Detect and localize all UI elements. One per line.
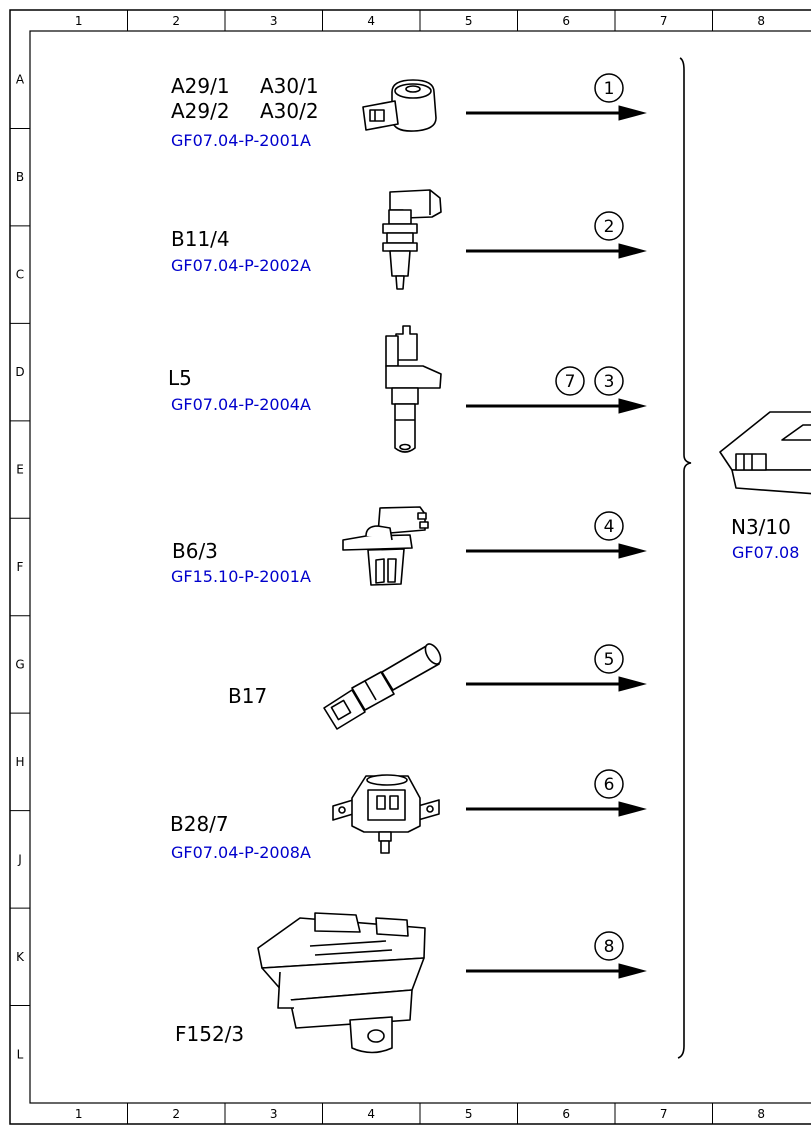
signal-number: 4 [604,517,615,537]
signal-number-bubble [594,644,624,674]
doc-link[interactable]: GF07.04-P-2002A [171,256,311,275]
signal-number: 2 [604,217,615,237]
row-headers: A B C D E F G H J K L [10,73,30,1061]
row-label: B [16,170,24,184]
signal-arrow-head [618,398,647,414]
fuse-relay-module-icon [257,912,426,1054]
row-label: D [15,365,24,379]
ref-label: L5 [168,366,192,390]
signal-group-brace [677,57,692,1059]
row-label: J [17,852,22,866]
column-label: 7 [660,1107,668,1121]
row-label: H [15,755,24,769]
row-label: K [16,950,25,964]
column-label: 1 [75,14,83,28]
doc-link[interactable]: GF07.04-P-2004A [171,395,311,414]
row-label: L [17,1047,24,1061]
column-headers-top: 1 2 3 4 5 6 7 8 [75,10,765,31]
doc-link[interactable]: GF07.04-P-2008A [171,843,311,862]
ref-label: A30/2 [260,99,319,123]
intake-air-temperature-sensor-icon [323,643,442,730]
signal-number: 6 [604,775,615,795]
outer-frame [9,9,811,1125]
ref-label: A29/2 [171,99,230,123]
column-label: 2 [172,14,180,28]
signal-number-bubble [594,931,624,961]
ref-label: B11/4 [171,227,230,251]
control-unit-ref: N3/10 [731,515,791,539]
column-label: 3 [270,14,278,28]
column-label: 4 [367,14,375,28]
signal-number: 7 [565,372,576,392]
signal-number: 5 [604,650,615,670]
signal-number-bubble [594,211,624,241]
row-label: A [16,73,25,87]
column-label: 1 [75,1107,83,1121]
signal-number-bubble [594,511,624,541]
signal-arrow-head [618,105,647,121]
row-label: F [17,560,24,574]
ref-label: B6/3 [172,539,218,563]
column-label: 6 [562,14,570,28]
inner-frame [29,30,811,1104]
column-label: 8 [757,14,765,28]
ref-label: A30/1 [260,74,319,98]
knock-sensor-icon [362,79,437,132]
ref-label: F152/3 [175,1022,244,1046]
row-label: C [16,268,24,282]
doc-link[interactable]: GF07.04-P-2001A [171,131,311,150]
signal-arrow-head [618,963,647,979]
column-label: 3 [270,1107,278,1121]
signal-number: 3 [604,372,615,392]
column-label: 6 [562,1107,570,1121]
ref-label: B17 [228,684,267,708]
signal-number-bubble [555,366,585,396]
column-label: 7 [660,14,668,28]
column-label: 5 [465,14,473,28]
signal-number: 8 [604,937,615,957]
signal-arrow-head [618,676,647,692]
control-unit-doc-link[interactable]: GF07.08 [732,543,799,562]
ref-label: A29/1 [171,74,230,98]
signal-arrow-head [618,801,647,817]
column-headers-bottom: 1 2 3 4 5 6 7 8 [75,1103,765,1124]
coolant-temperature-sensor-icon [382,189,442,290]
signal-number-bubble [594,769,624,799]
signal-number-bubble [594,73,624,103]
signal-number: 1 [604,79,615,99]
signal-arrows: 1 2 7 3 4 5 6 8 [466,73,647,979]
signal-arrow-head [618,543,647,559]
column-label: 8 [757,1107,765,1121]
row-label: G [15,657,24,671]
column-label: 2 [172,1107,180,1121]
doc-link[interactable]: GF15.10-P-2001A [171,567,311,586]
camshaft-hall-sensor-icon [342,506,429,586]
column-label: 5 [465,1107,473,1121]
ref-label: B28/7 [170,812,229,836]
signal-arrow-head [618,243,647,259]
row-label: E [16,463,24,477]
column-label: 4 [367,1107,375,1121]
signal-number-bubble [594,366,624,396]
pressure-sensor-icon [332,774,440,854]
crankshaft-position-sensor-icon [385,325,442,453]
engine-control-unit-icon [719,411,811,495]
